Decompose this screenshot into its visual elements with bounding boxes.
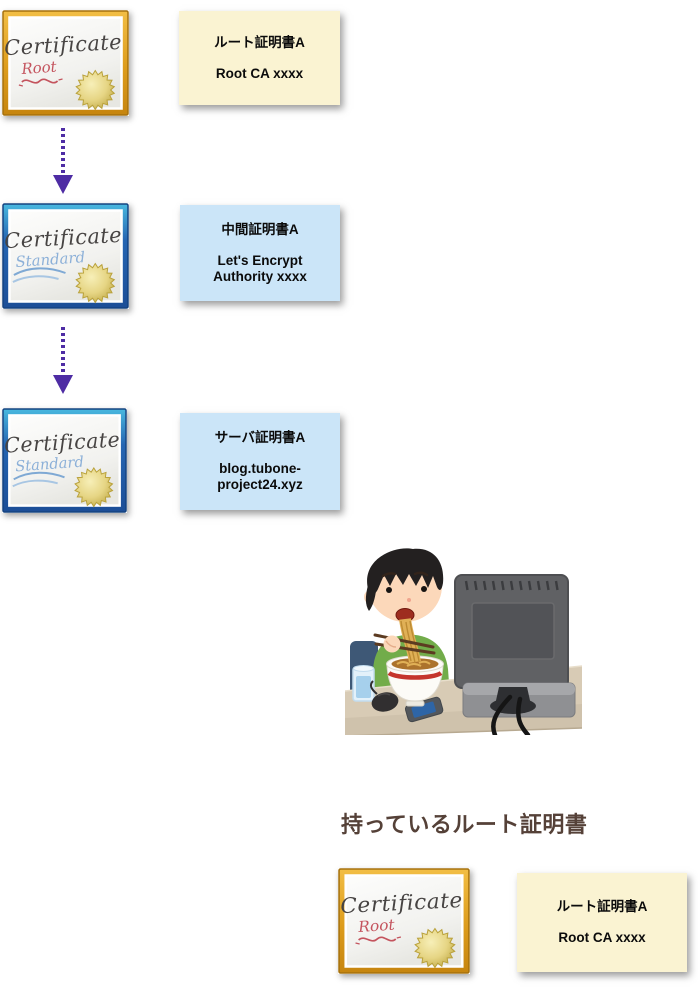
- root-certificate-note: ルート証明書A Root CA xxxx: [179, 11, 340, 105]
- illustration-graphic: [345, 548, 582, 735]
- mouse-highlight: [377, 692, 391, 697]
- note-line: Root CA xxxx: [215, 65, 304, 81]
- monitor-vents: [464, 580, 559, 591]
- note-line: Authority xxxx: [213, 268, 307, 284]
- flourish-ticks: [18, 78, 63, 87]
- note-title: ルート証明書A: [214, 34, 305, 50]
- owned-root-certificate-image: Certificate Root: [338, 868, 470, 974]
- bowl-foot: [405, 700, 425, 707]
- root-certificate-image: Certificate Root: [2, 10, 129, 116]
- hair-side: [365, 585, 376, 611]
- server-certificate-note: サーバ証明書A blog.tubone- project24.xyz: [180, 413, 340, 510]
- cable-1: [491, 694, 513, 735]
- note-line: project24.xyz: [217, 477, 303, 492]
- monitor: [454, 574, 569, 689]
- hand-line: [385, 640, 397, 648]
- cable-2: [516, 696, 531, 735]
- eyebrow-right: [413, 571, 429, 577]
- certificate-subtitle-text: Root: [20, 57, 58, 78]
- issues-arrow-down-1: [53, 128, 73, 194]
- flourish-ornament: [358, 936, 397, 942]
- arrow-head-icon: [53, 175, 73, 194]
- owned-root-cert-heading: 持っているルート証明書: [341, 812, 588, 837]
- intermediate-certificate-image: Certificate Standard: [2, 203, 129, 309]
- mouse-body: [371, 692, 399, 712]
- certificate-subtitle-text: Root: [357, 916, 397, 936]
- note-line: Let's Encrypt: [217, 252, 303, 268]
- hair: [367, 548, 444, 594]
- glass-water: [356, 676, 371, 698]
- server-certificate-image: Certificate Standard: [2, 408, 127, 513]
- mouse-cable: [369, 680, 378, 695]
- ramen-bowl: [386, 655, 444, 707]
- swirl-ornament: [13, 267, 66, 276]
- glass: [352, 665, 375, 702]
- person-eating-ramen-at-computer-illustration: [345, 545, 582, 735]
- bowl-red-stripe: [387, 670, 443, 680]
- nose: [407, 598, 411, 602]
- certificate-subtitle-text: Standard: [15, 248, 86, 271]
- glass-rim: [353, 665, 374, 672]
- certificate-standard-graphic: Certificate Standard: [2, 203, 129, 309]
- certificate-root-graphic: Certificate Root: [338, 868, 470, 974]
- note-line: Root CA xxxx: [558, 930, 646, 945]
- phone-screen: [411, 701, 436, 718]
- intermediate-certificate-note: 中間証明書A Let's Encrypt Authority xxxx: [180, 205, 340, 301]
- gold-seal-icon: [74, 467, 114, 508]
- note-line: blog.tubone-: [219, 461, 301, 476]
- flourish-ticks: [355, 936, 402, 945]
- cables: [491, 694, 531, 735]
- owned-root-certificate-note: ルート証明書A Root CA xxxx: [517, 873, 687, 972]
- gold-seal-icon: [414, 927, 456, 969]
- swirl-ornament-2: [12, 275, 59, 283]
- arrow-head-icon: [53, 375, 73, 394]
- certificate-root-graphic: Certificate Root: [2, 10, 129, 116]
- eye-right: [421, 586, 427, 592]
- gold-seal-icon: [75, 69, 116, 111]
- issues-arrow-down-2: [53, 327, 73, 394]
- swirl-ornament-2: [12, 479, 58, 488]
- hand: [383, 635, 401, 653]
- gold-seal-icon: [75, 262, 116, 304]
- note-title: 中間証明書A: [221, 221, 299, 237]
- dotted-arrow-line: [61, 327, 65, 376]
- note-title: ルート証明書A: [556, 899, 648, 914]
- chopstick-1: [373, 633, 435, 649]
- flourish-ornament: [21, 78, 59, 84]
- person-head: [364, 548, 444, 622]
- swirl-ornament: [13, 471, 65, 481]
- monitor-inner-panel: [471, 602, 555, 660]
- certificate-standard-graphic: Certificate Standard: [2, 408, 127, 513]
- eyebrow-left: [381, 572, 397, 578]
- computer-mouse: [369, 680, 399, 712]
- desk-bottom-edge: [352, 727, 582, 735]
- note-title: サーバ証明書A: [214, 430, 306, 445]
- dotted-arrow-line: [61, 128, 65, 176]
- broth-noodles: [396, 660, 431, 667]
- eye-left: [386, 587, 392, 593]
- certificate-subtitle-text: Standard: [15, 453, 85, 475]
